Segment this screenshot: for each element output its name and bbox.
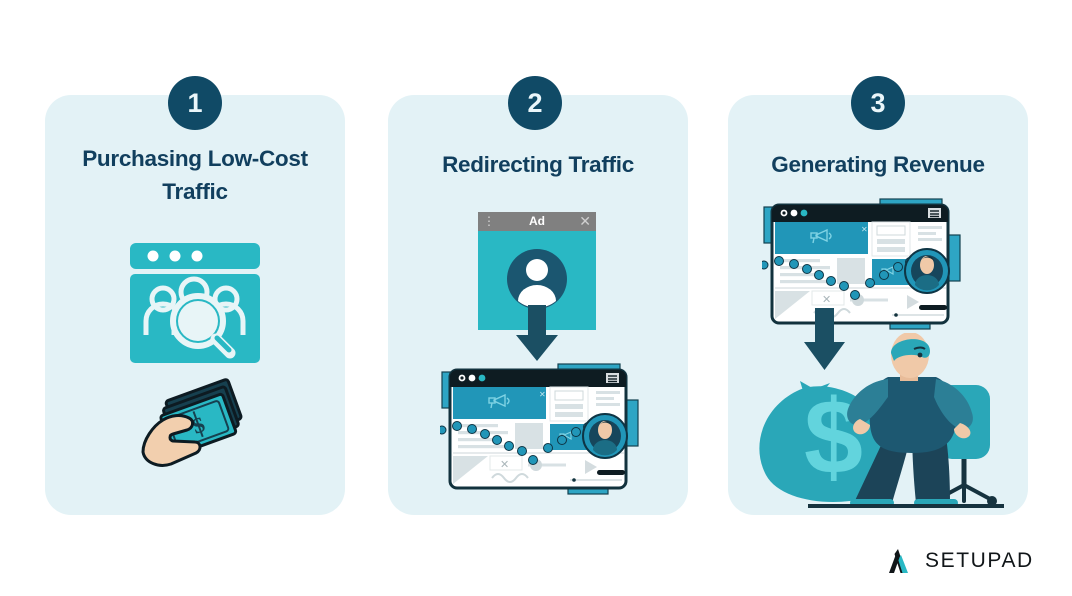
down-arrow-icon-2 [513, 305, 561, 361]
browser-mockup-2: ✕ [437, 360, 640, 500]
setupad-logo: SETUPAD [888, 549, 1034, 573]
logo-text: SETUPAD [925, 549, 1034, 572]
hamburger-icon [928, 208, 941, 218]
close-icon: ✕ [861, 225, 868, 234]
user-avatar-icon [904, 248, 950, 294]
megaphone-icon [810, 228, 832, 244]
ad-window-title: Ad [529, 214, 545, 228]
play-icon [907, 295, 919, 309]
kebab-menu-icon[interactable]: ⋮ [483, 214, 495, 228]
setupad-a-mark [889, 549, 908, 573]
step-number-badge-1: 1 [168, 76, 222, 130]
down-arrow-icon-3 [802, 308, 847, 370]
step-title-3: Generating Revenue [771, 152, 985, 177]
user-avatar-icon [507, 249, 567, 309]
user-avatar-icon [582, 413, 628, 459]
step-number-badge-3: 3 [851, 76, 905, 130]
megaphone-icon [488, 393, 510, 409]
close-icon[interactable]: ✕ [579, 213, 591, 229]
play-icon [585, 460, 597, 474]
close-icon: ✕ [500, 459, 509, 471]
step-title-2: Redirecting Traffic [442, 152, 634, 177]
users-window-icon [130, 243, 260, 363]
hamburger-icon [606, 373, 619, 383]
dollar-symbol: $ [804, 378, 863, 496]
hand-holding-money-icon: S [137, 378, 257, 470]
step-title-1: Purchasing Low-Cost Traffic [82, 146, 308, 204]
ad-window-titlebar: ⋮ Ad ✕ [478, 212, 596, 231]
character [808, 332, 1004, 508]
person-with-money-bag: $ [742, 332, 1020, 518]
svg-text:$: $ [804, 378, 863, 496]
close-icon: ✕ [822, 294, 831, 306]
step-number-badge-2: 2 [508, 76, 562, 130]
close-icon: ✕ [539, 390, 546, 399]
browser-mockup-3: ✕ [759, 195, 962, 335]
